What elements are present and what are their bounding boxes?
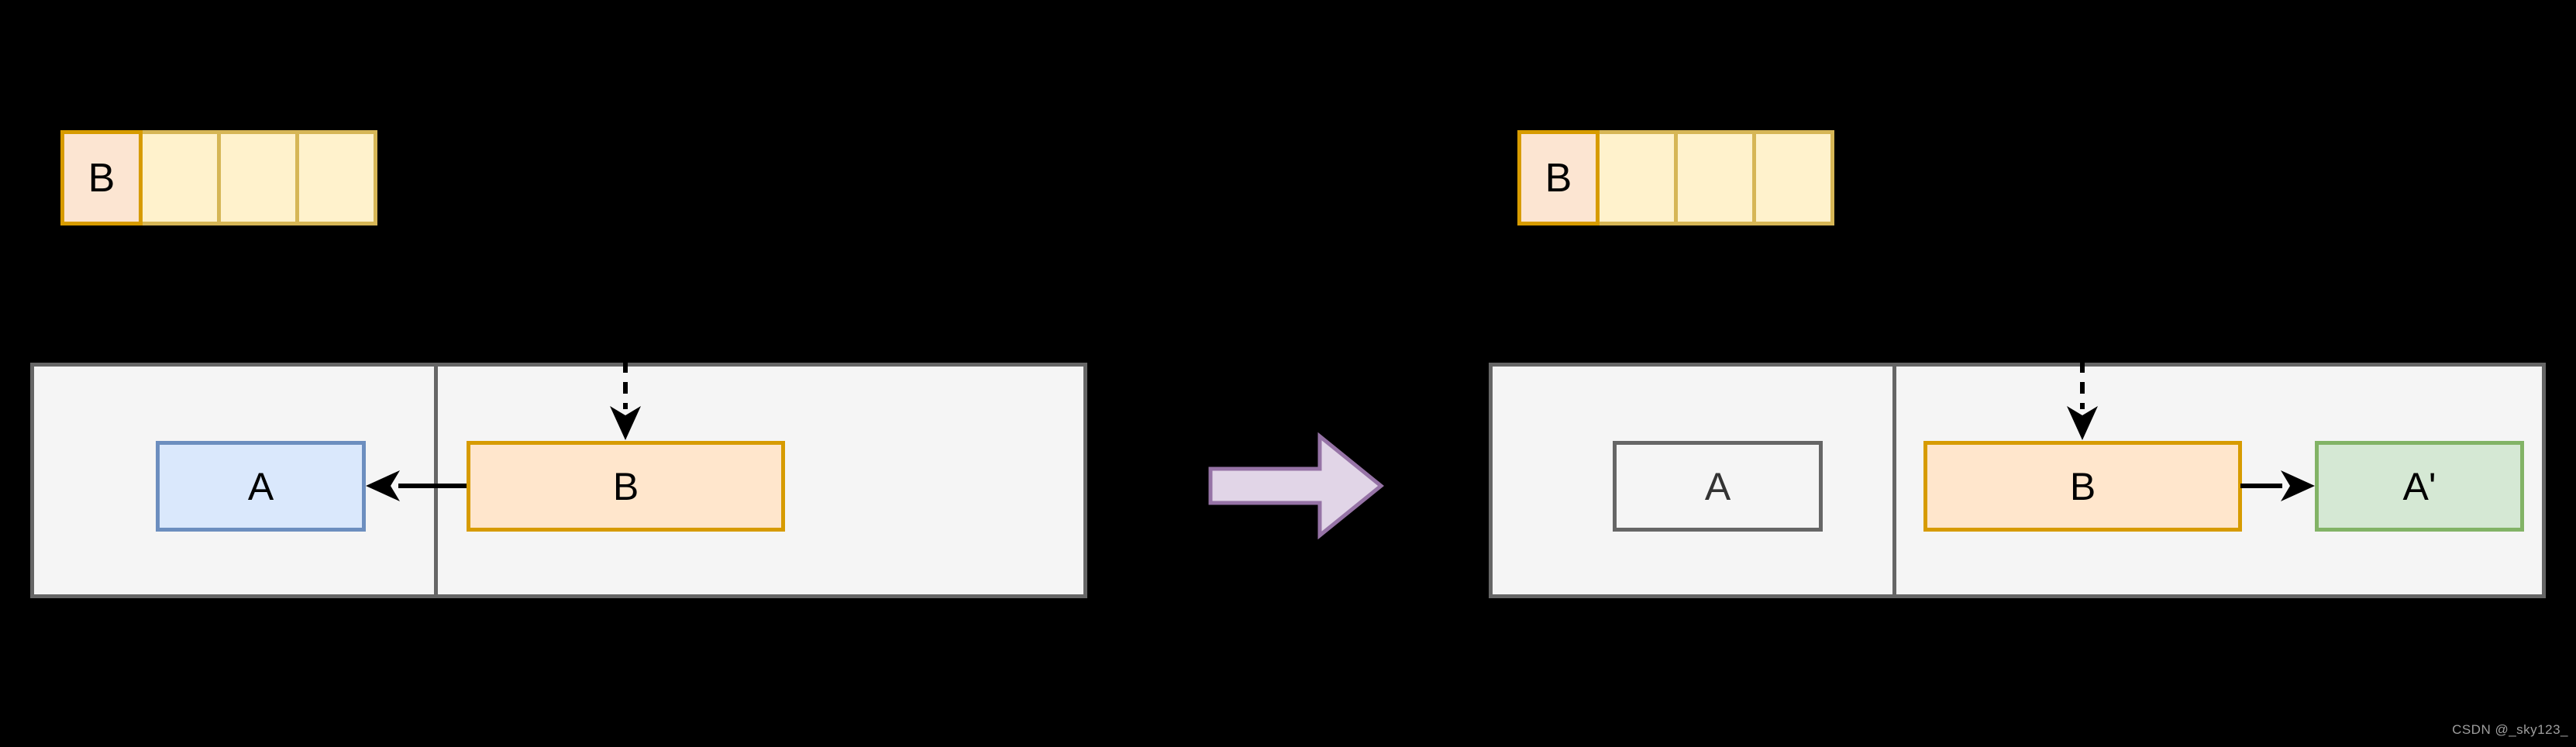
array-cell-empty — [295, 130, 377, 225]
array-cell-b: B — [60, 130, 143, 225]
array-cell-label: B — [88, 155, 115, 201]
transform-arrow-icon — [1208, 432, 1384, 540]
arrow-b-to-a-before — [366, 470, 467, 501]
node-label: A' — [2402, 464, 2437, 508]
array-after: B — [1517, 130, 1834, 225]
node-a-prime-after: A' — [2315, 441, 2524, 532]
array-cell-empty — [139, 130, 221, 225]
array-cell-empty — [217, 130, 299, 225]
node-a-before: A — [156, 441, 366, 532]
node-label: A — [1704, 464, 1731, 508]
array-cell-label: B — [1545, 155, 1572, 201]
array-before: B — [60, 130, 377, 225]
region-divider — [434, 367, 438, 594]
array-cell-empty — [1596, 130, 1678, 225]
node-label: B — [2069, 464, 2096, 508]
dashed-pointer-arrow-before — [610, 361, 641, 440]
node-label: A — [247, 464, 274, 508]
array-cell-empty — [1674, 130, 1756, 225]
watermark-text: CSDN @_sky123_ — [2452, 722, 2568, 737]
region-divider — [1892, 367, 1896, 594]
node-label: B — [612, 464, 639, 508]
node-b-before: B — [467, 441, 785, 532]
node-b-after: B — [1923, 441, 2242, 532]
array-cell-empty — [1752, 130, 1834, 225]
node-a-after: A — [1613, 441, 1823, 532]
array-cell-b: B — [1517, 130, 1600, 225]
arrow-b-to-a-prime-after — [2240, 470, 2315, 501]
dashed-pointer-arrow-after — [2067, 361, 2098, 440]
